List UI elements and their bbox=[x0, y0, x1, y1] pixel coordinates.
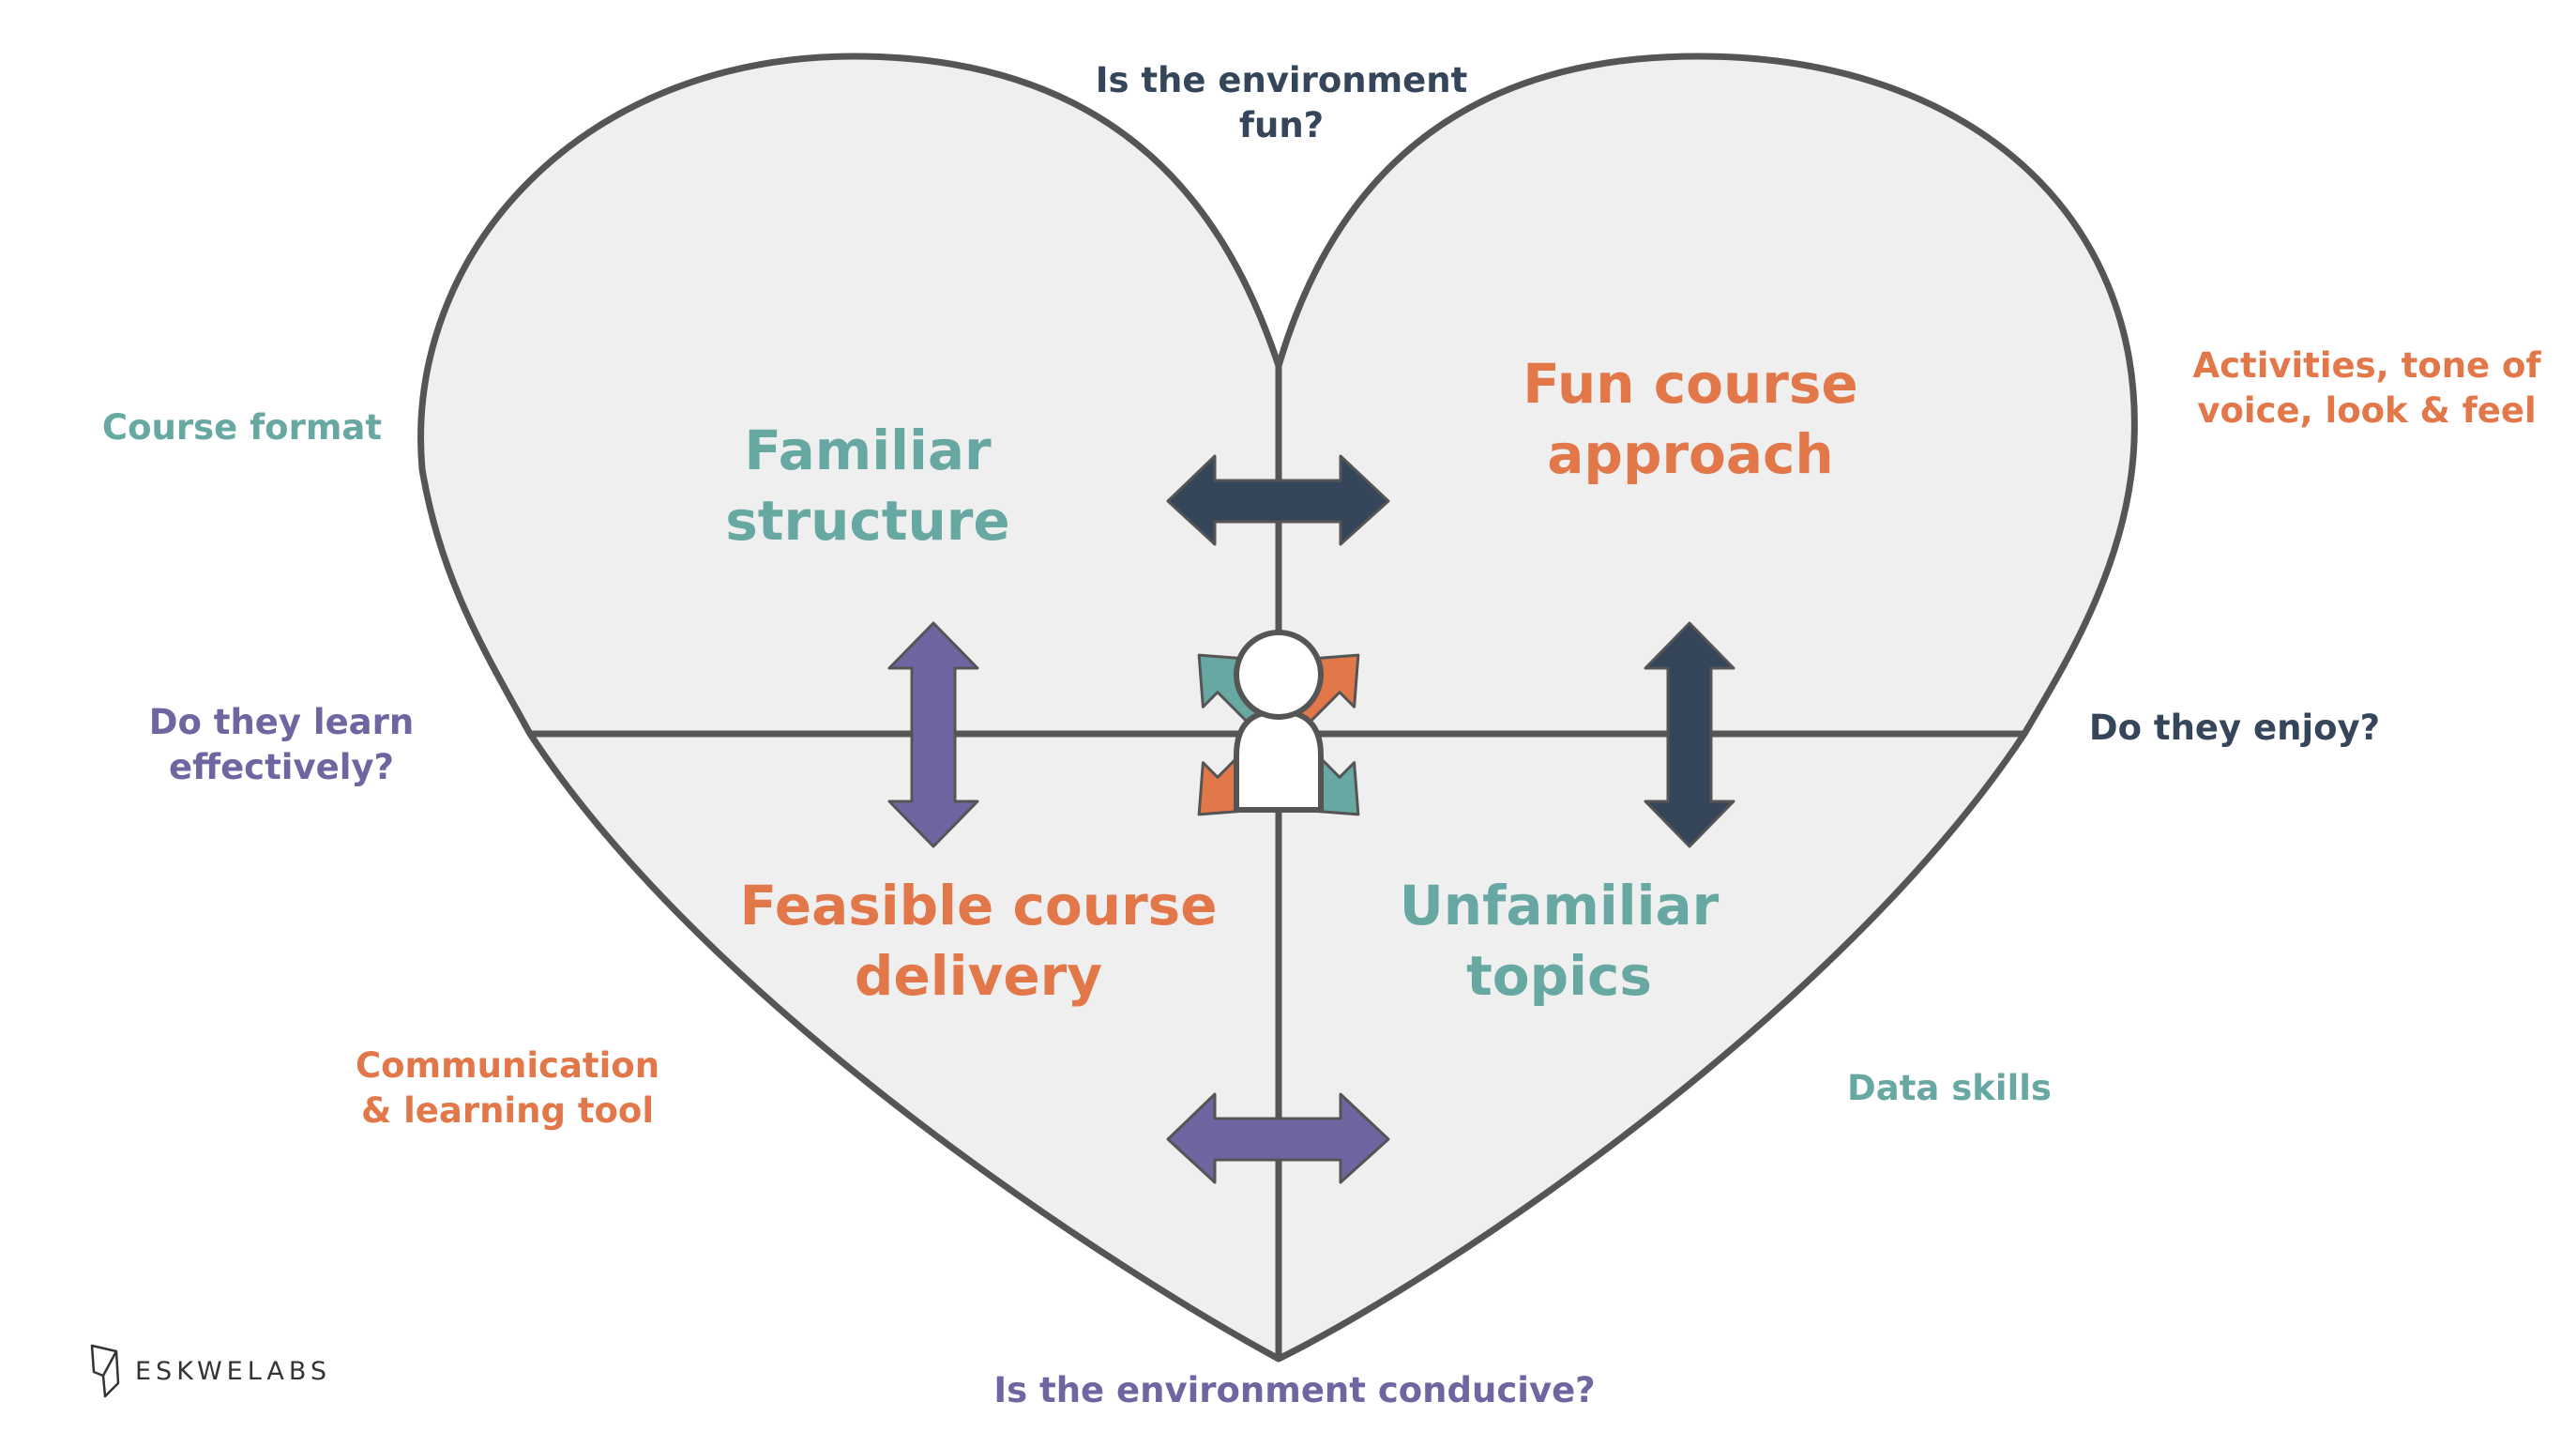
top-question-line-2: fun? bbox=[1238, 105, 1325, 146]
course-format-label: Course format bbox=[102, 405, 382, 450]
familiar-structure-title: Familiar structure bbox=[725, 416, 1009, 557]
activities-line-1: Activities, tone of bbox=[2192, 345, 2541, 386]
fun-course-approach-title: Fun course approach bbox=[1523, 349, 1858, 491]
bottom-question-label: Is the environment conducive? bbox=[993, 1368, 1595, 1413]
unfamiliar-topics-title: Unfamiliar topics bbox=[1400, 871, 1720, 1013]
fun-course-approach-line-1: Fun course bbox=[1523, 352, 1858, 416]
right-double-arrow bbox=[1644, 621, 1735, 848]
feasible-course-delivery-line-2: delivery bbox=[854, 944, 1103, 1009]
right-question-label: Do they enjoy? bbox=[2089, 706, 2380, 751]
left-question-line-2: effectively? bbox=[169, 747, 394, 788]
top-question-line-1: Is the environment bbox=[1095, 60, 1468, 100]
feasible-course-delivery-title: Feasible course delivery bbox=[739, 871, 1217, 1013]
familiar-structure-line-1: Familiar bbox=[744, 419, 992, 482]
left-question-label: Do they learn effectively? bbox=[149, 700, 414, 790]
person-icon bbox=[1234, 630, 1324, 813]
eskwelabs-logo-text: ESKWELABS bbox=[135, 1356, 332, 1386]
top-question-label: Is the environment fun? bbox=[1096, 58, 1468, 148]
communication-line-2: & learning tool bbox=[360, 1090, 655, 1132]
communication-line-1: Communication bbox=[355, 1045, 660, 1086]
unfamiliar-topics-line-1: Unfamiliar bbox=[1399, 874, 1720, 937]
familiar-structure-line-2: structure bbox=[725, 489, 1010, 554]
activities-label: Activities, tone of voice, look & feel bbox=[2192, 343, 2540, 434]
unfamiliar-topics-line-2: topics bbox=[1466, 944, 1652, 1009]
right-question-text: Do they enjoy? bbox=[2088, 708, 2381, 748]
left-question-line-1: Do they learn bbox=[148, 702, 415, 742]
bottom-question-text: Is the environment conducive? bbox=[993, 1370, 1596, 1410]
top-double-arrow bbox=[1166, 454, 1390, 546]
eskwelabs-logo: ESKWELABS bbox=[88, 1342, 331, 1400]
data-skills-text: Data skills bbox=[1847, 1068, 2052, 1108]
activities-line-2: voice, look & feel bbox=[2197, 390, 2537, 432]
eskwelabs-logo-icon bbox=[90, 1344, 120, 1398]
feasible-course-delivery-line-1: Feasible course bbox=[739, 874, 1218, 937]
communication-label: Communication & learning tool bbox=[356, 1043, 659, 1134]
fun-course-approach-line-2: approach bbox=[1547, 422, 1834, 487]
left-double-arrow bbox=[887, 621, 979, 848]
data-skills-label: Data skills bbox=[1847, 1066, 2052, 1111]
course-format-text: Course format bbox=[101, 407, 383, 448]
bottom-double-arrow bbox=[1166, 1092, 1390, 1184]
